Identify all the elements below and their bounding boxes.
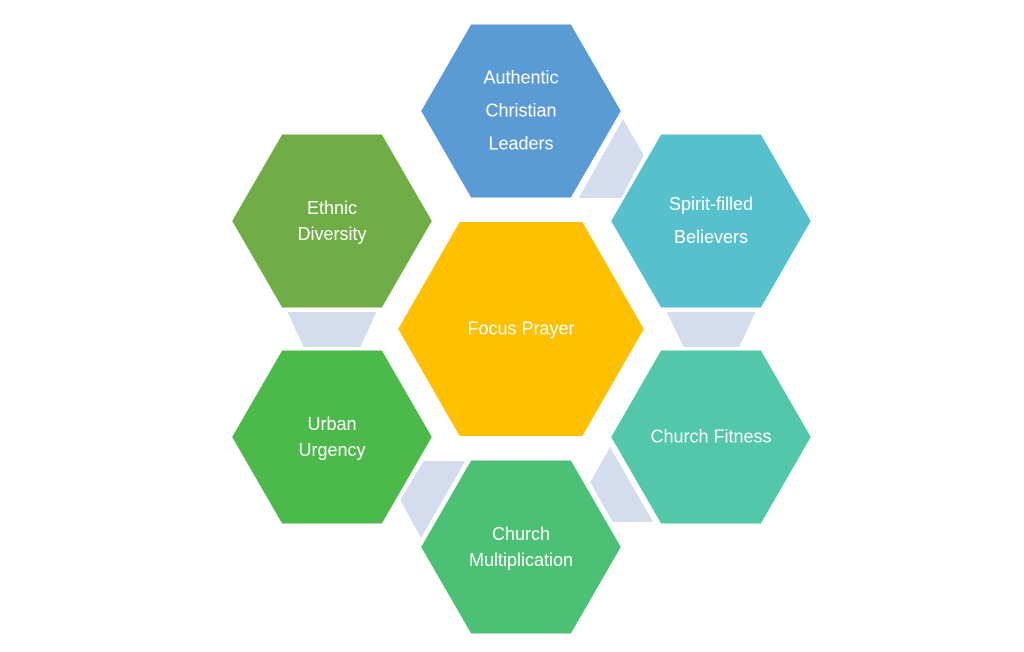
- connector-shape: [663, 310, 759, 349]
- label-line: Spirit-filled: [668, 194, 754, 214]
- hexagon-ethnic: [229, 132, 435, 310]
- hexagon-fitness: [608, 348, 814, 526]
- hexagon-urban: [229, 348, 435, 526]
- connector-shape: [284, 310, 380, 349]
- label-line: Leaders: [488, 133, 554, 154]
- center-label: Focus Prayer: [467, 318, 575, 339]
- label-line: Diversity: [297, 224, 367, 244]
- hexagon-center: [395, 220, 647, 438]
- label-line: Believers: [673, 227, 749, 247]
- hexagon-authentic: [418, 22, 624, 200]
- connector-shape: [587, 442, 657, 524]
- node-label-multiplication: Church Multiplication: [469, 521, 573, 573]
- node-label-spirit: Spirit-filled Believers: [669, 188, 753, 254]
- label-line: Multiplication: [468, 550, 574, 570]
- label-line: Authentic: [483, 67, 559, 88]
- node-label-urban: Urban Urgency: [298, 411, 365, 463]
- label-line: Urgency: [298, 440, 366, 460]
- node-label-ethnic: Ethnic Diversity: [297, 195, 366, 247]
- connector-shape: [397, 459, 469, 543]
- label-line: Ethnic: [306, 198, 358, 218]
- node-label-authentic: Authentic Christian Leaders: [483, 62, 558, 161]
- label-line: Urban: [307, 414, 357, 434]
- label-line: Church Fitness: [650, 426, 772, 447]
- node-label-fitness: Church Fitness: [650, 421, 771, 454]
- label-line: Christian: [485, 100, 557, 121]
- hexagon-spirit: [608, 132, 814, 310]
- label-line: Church: [491, 524, 551, 544]
- hexagon-multiplication: [418, 458, 624, 636]
